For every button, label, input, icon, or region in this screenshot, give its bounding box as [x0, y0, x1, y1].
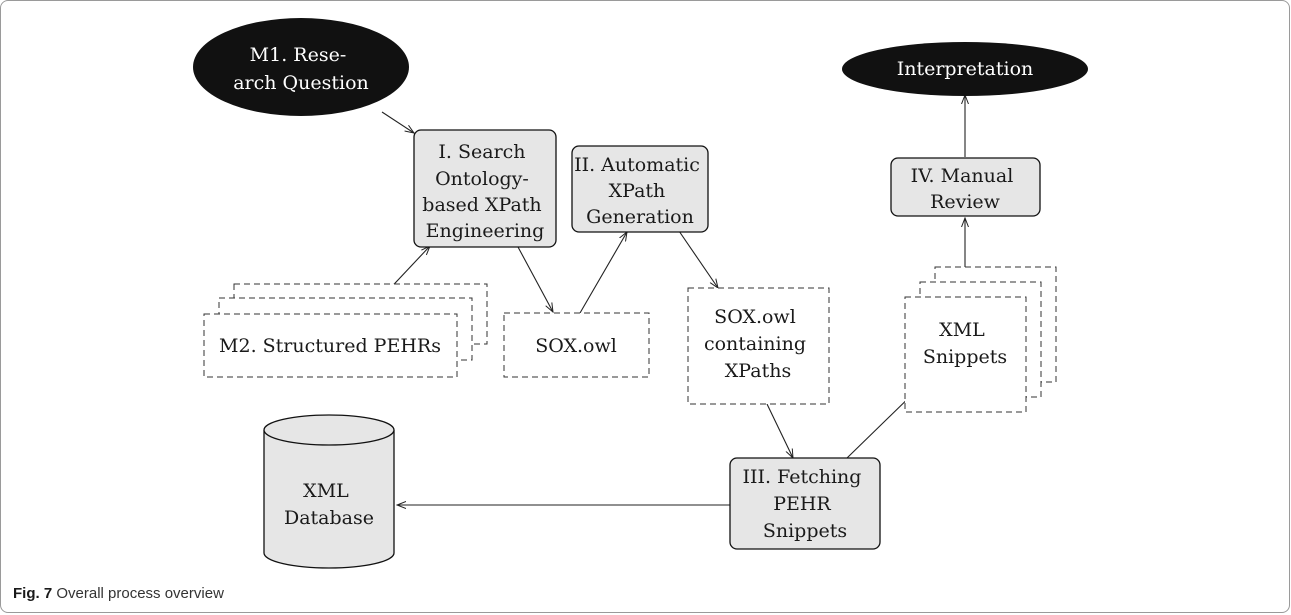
svg-text:M1. Rese- arch Question: M1. Rese- arch Question [233, 44, 369, 94]
svg-text:SOX.owl containing: SOX.owl containing XPaths [704, 306, 812, 382]
node-m1-research-question: M1. Rese- arch Question [193, 18, 409, 116]
node-m2-structured-pehrs: M2. Structured PEHRs [203, 283, 488, 378]
node-fetch-line-3: Snippets [763, 520, 847, 542]
node-interp-line-1: Interpretation [897, 58, 1034, 80]
node-fetch-line-2: PEHR [773, 493, 831, 515]
node-m2-line-1: M2. Structured PEHRs [219, 335, 441, 357]
svg-text:Interpretation: Interpretation [897, 58, 1034, 80]
figure-caption: Fig. 7 Overall process overview [13, 585, 224, 602]
node-review-line-1: IV. Manual [911, 165, 1014, 187]
svg-text:M2. Structured PEHRs: M2. Structured PEHRs [219, 335, 441, 357]
node-db-line-1: XML [303, 480, 349, 502]
svg-text:IV. Manual Review: IV. Manual Review [911, 165, 1020, 213]
node-interpretation: Interpretation [842, 42, 1088, 96]
node-auto-line-3: Generation [586, 206, 694, 228]
node-manual-review: IV. Manual Review [890, 157, 1041, 217]
node-m1-line-1: M1. Rese- [250, 44, 347, 66]
node-fetch-line-1: III. Fetching [742, 466, 861, 488]
node-soxx-line-3: XPaths [725, 360, 791, 382]
node-auto-line-2: XPath [609, 180, 666, 202]
edge-auto-to-soxx [678, 230, 718, 288]
node-search-line-1: I. Search [438, 141, 525, 163]
node-automatic-generation: II. Automatic XPath Generation [571, 145, 709, 233]
node-xml-line-2: Snippets [923, 346, 1007, 368]
node-soxx-line-2: containing [704, 333, 806, 355]
node-search-line-2: Ontology- [435, 168, 529, 190]
node-db-line-2: Database [284, 507, 374, 529]
svg-text:SOX.owl: SOX.owl [535, 335, 617, 357]
node-m1-line-2: arch Question [233, 72, 369, 94]
edge-soxx-to-fetch [766, 403, 793, 458]
node-auto-line-1: II. Automatic [574, 154, 700, 176]
node-search-line-4: Engineering [426, 220, 545, 242]
edge-soxowl-to-auto [579, 232, 627, 314]
node-xml-snippets: XML Snippets [904, 266, 1057, 413]
svg-text:XML Snippets: XML Snippets [923, 319, 1007, 368]
edge-m1-to-search [381, 111, 414, 133]
figure-caption-text: Overall process overview [56, 585, 224, 602]
node-xml-database: XML Database [263, 414, 395, 569]
edge-search-to-soxowl [517, 246, 553, 312]
node-fetching-snippets: III. Fetching PEHR Snippets [729, 457, 881, 550]
node-search-engineering: I. Search Ontology- based XPath Engineer… [413, 129, 557, 248]
node-sox-owl: SOX.owl [503, 312, 650, 378]
node-search-line-3: based XPath [422, 194, 541, 216]
node-soxowl-line-1: SOX.owl [535, 335, 617, 357]
svg-text:I. Search Ontology-: I. Search Ontology- based XPath Engineer… [422, 141, 547, 242]
figure-caption-label: Fig. 7 [13, 585, 53, 602]
svg-text:XML Database: XML Database [284, 480, 374, 529]
node-soxx-line-1: SOX.owl [714, 306, 796, 328]
node-review-line-2: Review [930, 191, 1001, 213]
node-xml-line-1: XML [939, 319, 985, 341]
svg-text:II. Automatic XPath: II. Automatic XPath Generation [574, 154, 706, 228]
node-sox-owl-xpaths: SOX.owl containing XPaths [687, 287, 830, 405]
process-diagram: M1. Rese- arch Question Interpretation I… [193, 18, 1088, 569]
svg-text:III. Fetching PEHR: III. Fetching PEHR Snippets [742, 466, 867, 542]
